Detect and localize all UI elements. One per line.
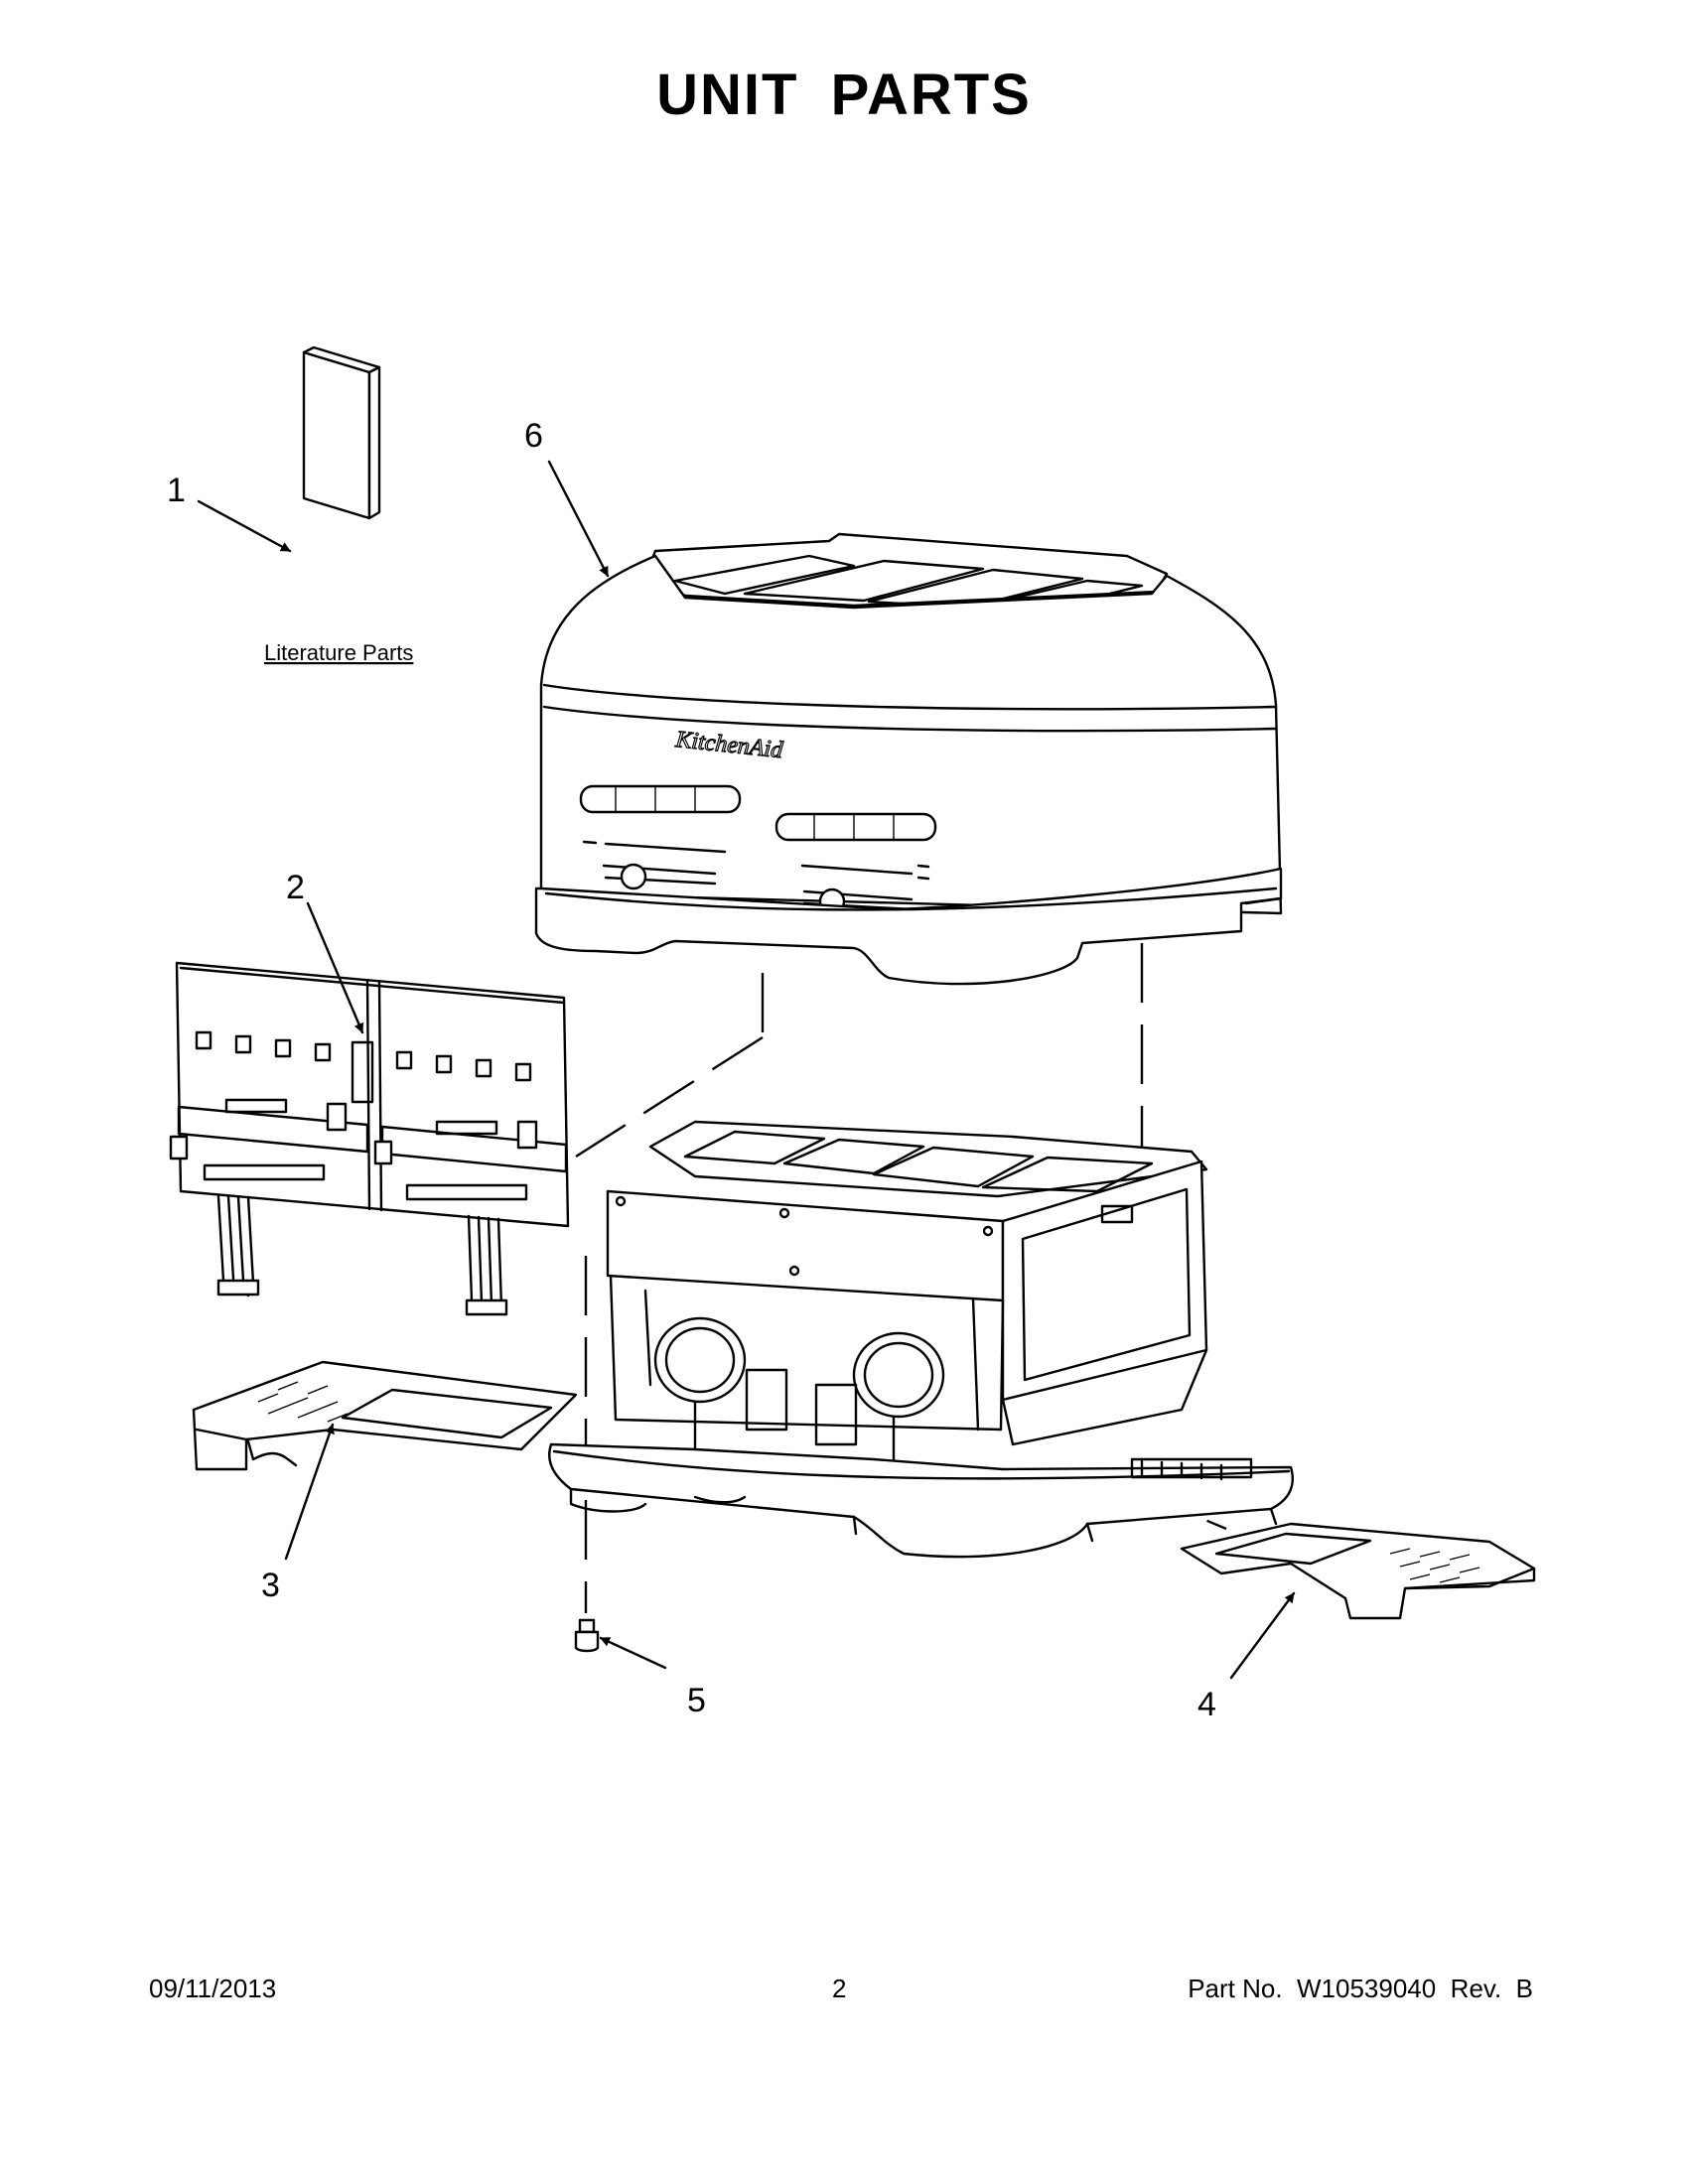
left-lever-knob bbox=[620, 863, 647, 890]
rubber-foot bbox=[574, 1618, 600, 1653]
assembly-guide-lines bbox=[575, 943, 1227, 1613]
control-board bbox=[169, 961, 570, 1316]
callout-4: 4 bbox=[1197, 1686, 1216, 1723]
left-crumb-tray bbox=[192, 1360, 578, 1471]
footer-date: 09/11/2013 bbox=[149, 1974, 277, 2003]
callout-1: 1 bbox=[167, 472, 186, 509]
literature-parts-label: Literature Parts bbox=[264, 640, 413, 665]
callout-6: 6 bbox=[524, 417, 543, 455]
page-title: UNIT PARTS bbox=[656, 63, 1032, 127]
footer-part-number: Part No. W10539040 Rev. B bbox=[1188, 1974, 1533, 2003]
toaster-chassis bbox=[548, 1120, 1294, 1559]
footer-page-number: 2 bbox=[832, 1974, 847, 2003]
callout-arrows bbox=[197, 460, 1296, 1680]
callout-2: 2 bbox=[286, 869, 305, 906]
callout-5: 5 bbox=[687, 1682, 706, 1719]
toaster-housing: KitchenAid bbox=[534, 532, 1283, 986]
callout-3: 3 bbox=[261, 1567, 280, 1604]
literature-booklet bbox=[302, 345, 381, 520]
right-crumb-tray bbox=[1180, 1522, 1536, 1620]
